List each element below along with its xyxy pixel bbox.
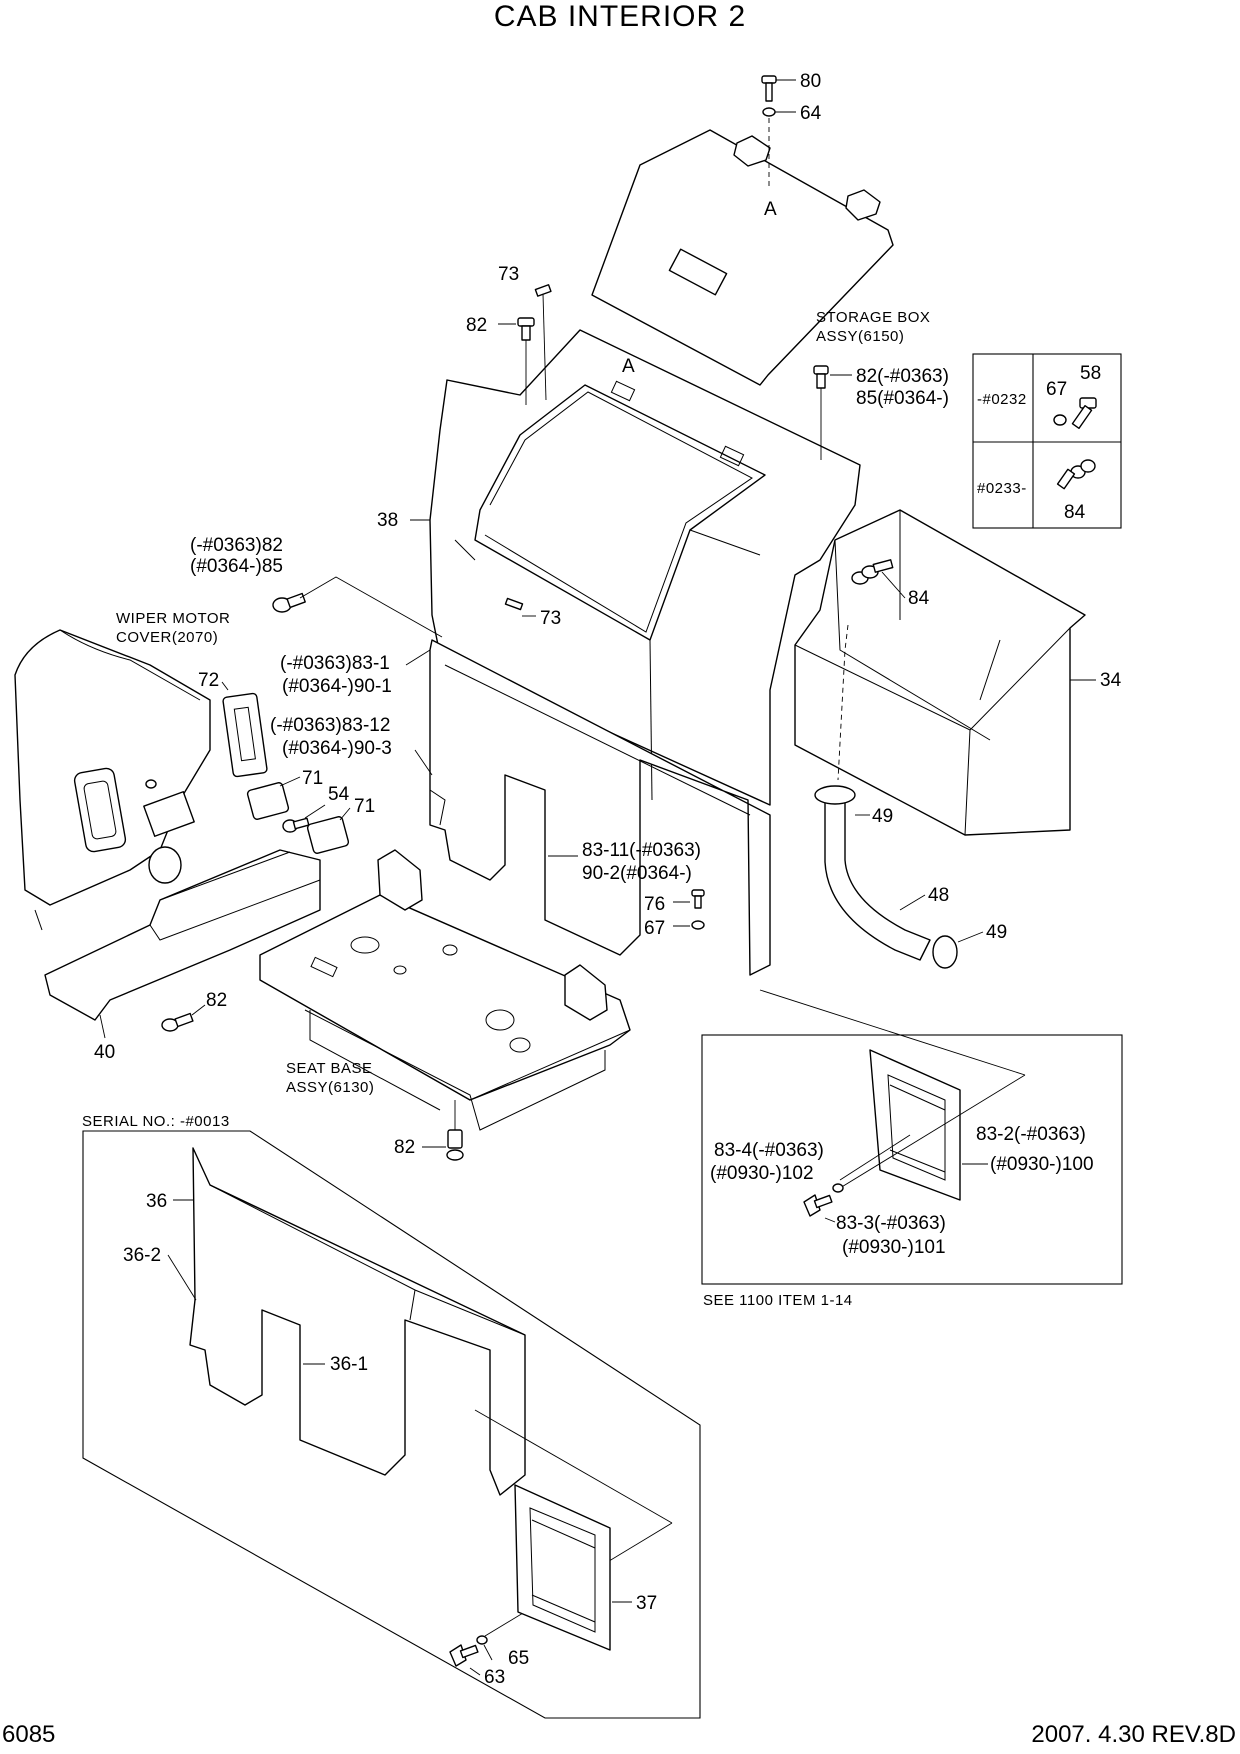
callout-83-3-b: (#0930-)101: [842, 1237, 946, 1258]
callout-40: 40: [94, 1042, 115, 1063]
diagram-title: CAB INTERIOR 2: [494, 0, 746, 33]
callout-36: 36: [146, 1191, 167, 1212]
callout-73-top: 73: [498, 264, 519, 285]
note-seat-base-assy: ASSY(6130): [286, 1079, 374, 1096]
callout-82-85-right-a: 82(-#0363): [856, 366, 949, 387]
duct-40: [44, 849, 321, 1021]
panel-36: [189, 1147, 526, 1496]
bolt-82-left: [272, 592, 306, 613]
callout-49-bottom: 49: [986, 922, 1007, 943]
washer-67: [691, 920, 705, 930]
callout-83-11-b: 90-2(#0364-): [582, 863, 692, 884]
callout-76: 76: [644, 894, 665, 915]
pin-73-top: [534, 284, 552, 297]
callout-71-a: 71: [302, 768, 323, 789]
storage-box-34: [794, 509, 1086, 836]
note-serial: SERIAL NO.: -#0013: [82, 1113, 230, 1130]
bolt-84: [851, 559, 894, 585]
washer-83-4: [832, 1183, 844, 1193]
callout-a-top: A: [764, 199, 777, 220]
callout-84-inset: 84: [1064, 502, 1086, 523]
grille-37: [514, 1484, 611, 1651]
callout-82-85-left-b: (#0364-)85: [190, 556, 283, 577]
callout-83-12-b: (#0364-)90-3: [282, 738, 392, 759]
callout-73-mid: 73: [540, 608, 561, 629]
storage-box-lid: [591, 129, 894, 386]
callout-82-85-left-a: (-#0363)82: [190, 535, 283, 556]
cap-71-a: [246, 782, 290, 820]
pin-73-mid: [504, 597, 524, 611]
callout-83-4-a: 83-4(-#0363): [714, 1140, 824, 1161]
callout-83-1-b: (#0364-)90-1: [282, 676, 392, 697]
bolt-82-top: [517, 317, 535, 341]
callout-38: 38: [377, 510, 398, 531]
note-seat-base: SEAT BASE: [286, 1060, 372, 1077]
note-see-1100: SEE 1100 ITEM 1-14: [703, 1292, 853, 1309]
callout-82-top: 82: [466, 315, 487, 336]
note-storage-box-assy: ASSY(6150): [816, 328, 904, 345]
callout-36-2: 36-2: [123, 1245, 161, 1266]
callout-67: 67: [644, 918, 665, 939]
seat-base: [259, 849, 631, 1131]
washer-65: [476, 1635, 488, 1645]
switch-72: [222, 692, 268, 778]
callout-83-12-a: (-#0363)83-12: [270, 715, 390, 736]
screw-54: [282, 817, 310, 833]
callout-80: 80: [800, 71, 821, 92]
callout-64: 64: [800, 103, 822, 124]
wing-screw-63: [449, 1644, 479, 1667]
bolt-80: [761, 75, 777, 102]
variant-table: [972, 353, 1122, 529]
callout-83-2-a: 83-2(-#0363): [976, 1124, 1086, 1145]
callout-37: 37: [636, 1593, 657, 1614]
bolt-82-right: [813, 365, 829, 389]
rear-panel-38: [429, 329, 861, 806]
callout-54: 54: [328, 784, 350, 805]
callout-82-seat: 82: [394, 1137, 415, 1158]
drain-hose-48: [814, 785, 958, 969]
callout-82-85-right-b: 85(#0364-): [856, 388, 949, 409]
page-code: 6085: [2, 1721, 55, 1748]
bolt-82-seat: [446, 1129, 464, 1161]
callout-71-b: 71: [354, 796, 375, 817]
wiper-motor-cover-40: [14, 629, 211, 931]
serial-inset-frame: [82, 1130, 701, 1719]
callout-65: 65: [508, 1648, 529, 1669]
callout-49-top: 49: [872, 806, 893, 827]
grille-83-2: [869, 1049, 961, 1201]
callout-36-1: 36-1: [330, 1354, 368, 1375]
callout-58: 58: [1080, 363, 1101, 384]
callout-82-lower-left: 82: [206, 990, 227, 1011]
wing-screw-83-3: [803, 1194, 833, 1217]
callout-83-3-a: 83-3(-#0363): [836, 1213, 946, 1234]
detail-box-1100: [701, 1034, 1123, 1285]
revision-date: 2007. 4.30 REV.8D: [1031, 1721, 1236, 1748]
washer-64: [762, 107, 776, 117]
callout-34: 34: [1100, 670, 1122, 691]
variant-row-2: #0233-: [977, 480, 1027, 497]
bolt-58-inset: [1053, 397, 1097, 430]
variant-row-1: -#0232: [977, 391, 1027, 408]
cap-71-b: [306, 816, 350, 854]
lower-panel-83-1: [429, 639, 771, 976]
bolt-84-inset: [1056, 459, 1096, 490]
callout-48: 48: [928, 885, 949, 906]
callout-72: 72: [198, 670, 219, 691]
note-storage-box: STORAGE BOX: [816, 309, 930, 326]
callout-67-inset: 67: [1046, 379, 1067, 400]
callout-83-2-b: (#0930-)100: [990, 1154, 1094, 1175]
callout-a-panel: A: [622, 356, 635, 377]
callout-83-11-a: 83-11(-#0363): [582, 840, 701, 861]
callout-84: 84: [908, 588, 930, 609]
callout-63: 63: [484, 1667, 505, 1688]
bolt-82-lower-left: [161, 1012, 194, 1032]
screw-76: [691, 889, 705, 909]
note-wiper-cover: COVER(2070): [116, 629, 218, 646]
callout-83-4-b: (#0930-)102: [710, 1163, 814, 1184]
note-wiper-motor: WIPER MOTOR: [116, 610, 230, 627]
callout-83-1-a: (-#0363)83-1: [280, 653, 390, 674]
